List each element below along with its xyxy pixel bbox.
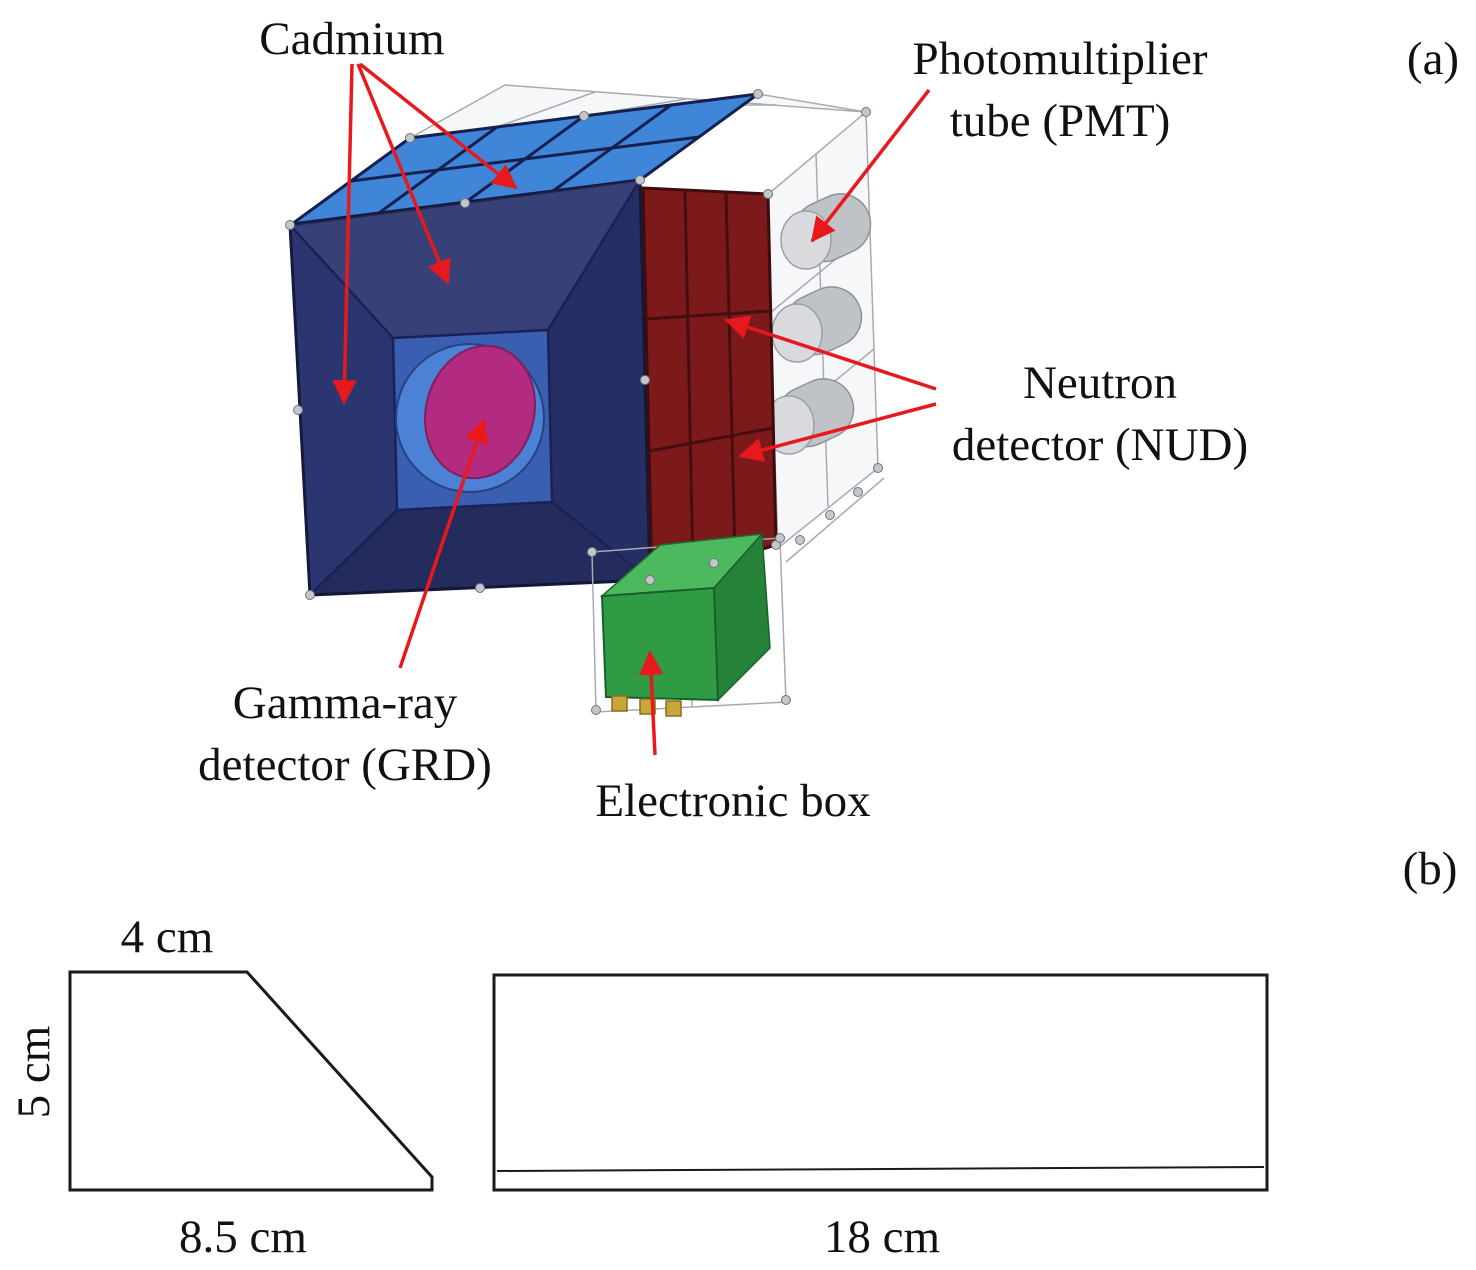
detector-assembly [285, 84, 885, 717]
arrow-nud-2 [738, 402, 937, 463]
label-electronic-box: Electronic box [595, 775, 871, 827]
label-nud-line1: Neutron [1022, 357, 1178, 409]
arrow-cadmium-1 [358, 62, 518, 190]
trapezoid-outline [68, 970, 434, 1192]
bevel-bottom [310, 502, 650, 595]
bolts [285, 89, 883, 715]
arrow-grd [398, 418, 489, 669]
nud-seams [645, 189, 774, 571]
bar-inner-line [496, 1166, 1265, 1172]
pmt-tube-face [771, 303, 823, 363]
arrow-cadmium-2 [356, 63, 451, 285]
annotation-arrows [332, 62, 937, 756]
nud-face [641, 186, 778, 584]
arrow-electronic-box [638, 650, 664, 756]
label-grd-line2: detector (GRD) [198, 739, 492, 792]
grd-crystal [424, 344, 536, 480]
label-grd: Gamma-ray detector (GRD) [198, 672, 492, 796]
bevel-right [548, 180, 650, 580]
label-cadmium: Cadmium [259, 13, 445, 65]
label-nud-line2: detector (NUD) [951, 419, 1249, 472]
wireframe-bottom-edge [785, 477, 885, 563]
cadmium-top-seams [350, 103, 700, 215]
connector [665, 700, 682, 717]
label-pmt: Photomultiplier tube (PMT) [912, 28, 1207, 152]
bevel-edges [289, 179, 651, 596]
arrow-nud-1 [724, 315, 937, 391]
bar-outline [492, 973, 1269, 1192]
panel-b-tag: (b) [1402, 843, 1458, 895]
arrow-cadmium-3 [332, 63, 357, 405]
dim-trapezoid-top: 4 cm [120, 911, 214, 963]
connector [611, 695, 628, 712]
panel-a-tag: (a) [1406, 33, 1460, 85]
label-grd-line1: Gamma-ray [232, 677, 458, 729]
label-pmt-line2: tube (PMT) [949, 95, 1171, 148]
dim-bar-bottom: 18 cm [823, 1211, 941, 1263]
wireframe-top-strut [496, 91, 596, 128]
label-pmt-line1: Photomultiplier [912, 33, 1208, 85]
pmt-tube-face [780, 210, 832, 270]
neutron-detector-panel [641, 186, 778, 584]
dim-trapezoid-bottom: 8.5 cm [179, 1211, 307, 1263]
dim-trapezoid-side: 5 cm [7, 1025, 60, 1119]
electronic-box [591, 532, 787, 717]
bevel-top [290, 180, 640, 338]
ebox-front-face [600, 586, 720, 702]
panel-b-shapes [68, 970, 1269, 1192]
label-nud: Neutron detector (NUD) [952, 352, 1248, 476]
arrow-pmt [810, 88, 931, 243]
